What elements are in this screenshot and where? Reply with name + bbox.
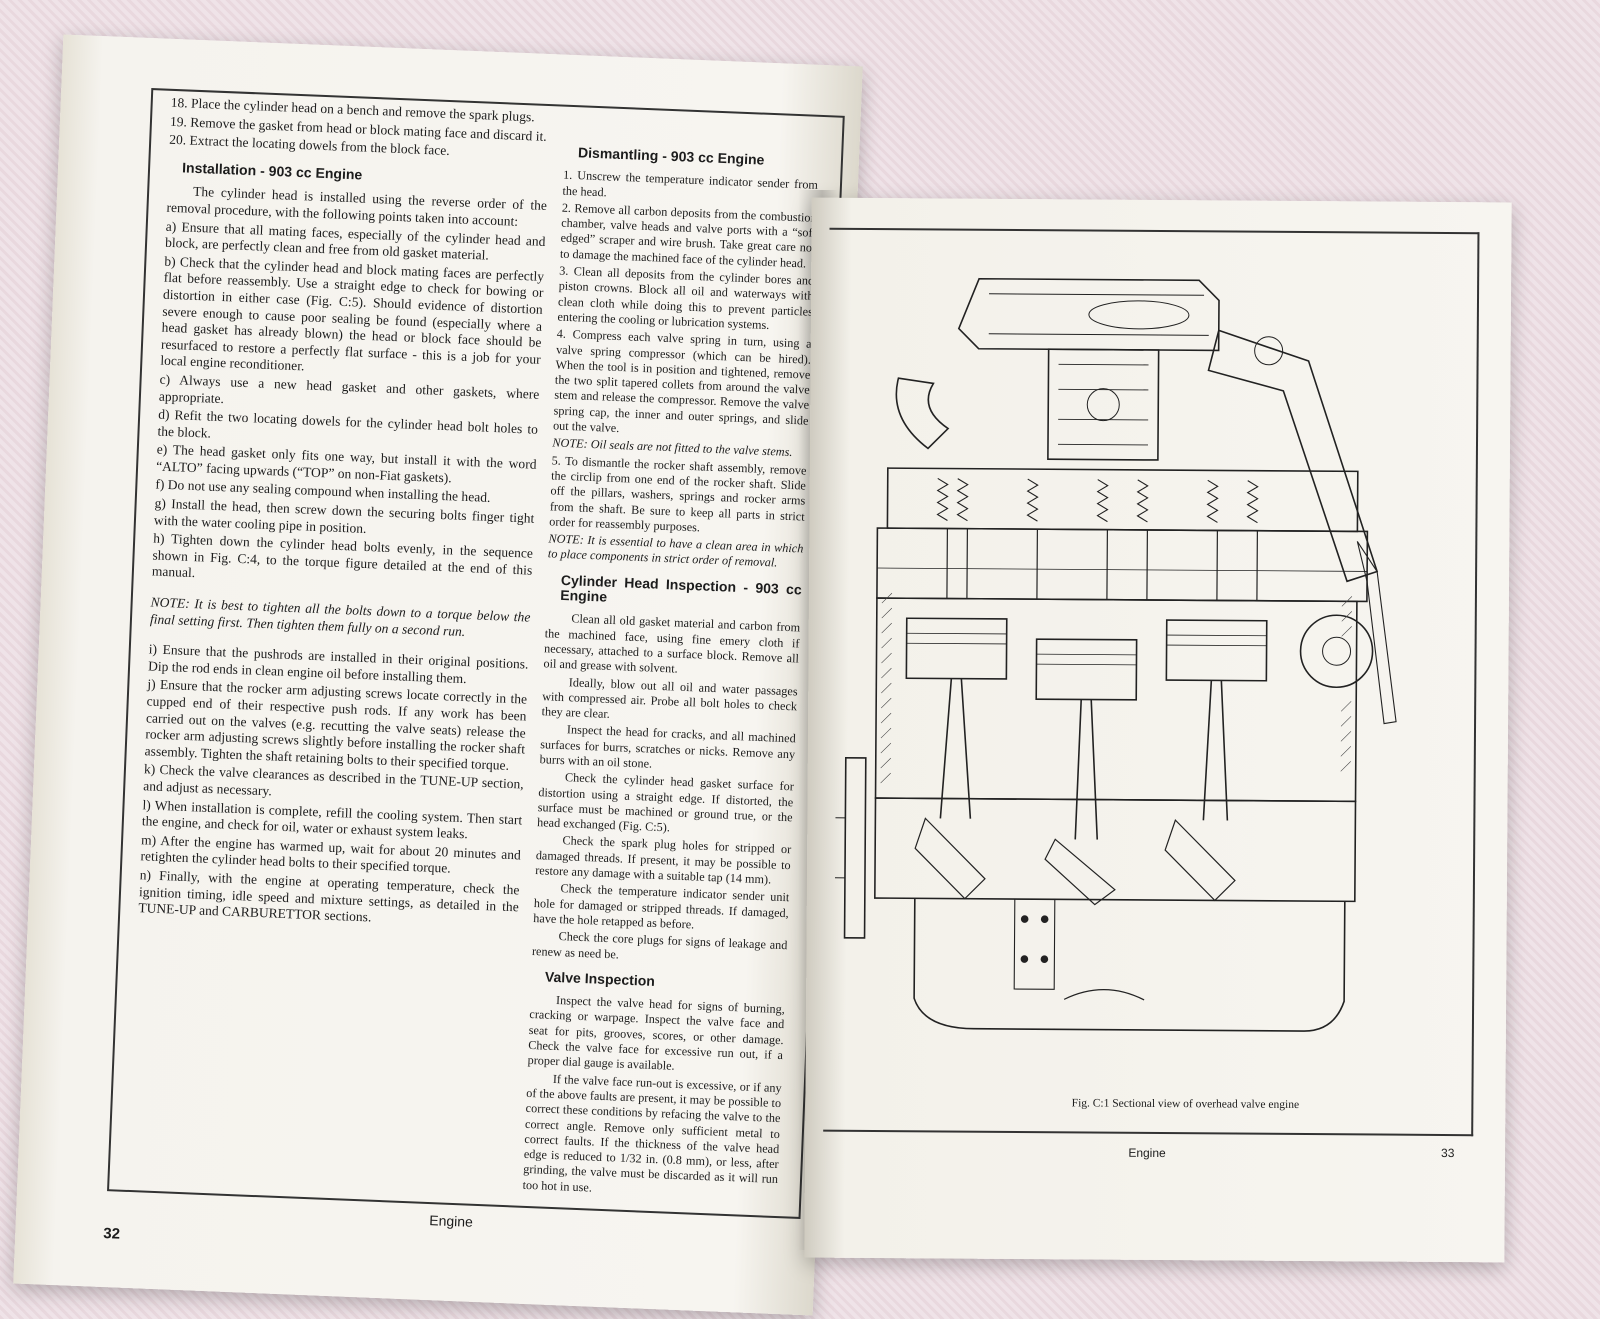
inspection-heading: Cylinder Head Inspection - 903 cc Engine (559, 571, 803, 605)
engine-section-diagram (834, 277, 1397, 1032)
torque-note: NOTE: It is best to tighten all the bolt… (149, 594, 531, 639)
dismantle-step-4: 4. Compress each valve spring in turn, u… (552, 326, 812, 436)
crankcase (874, 797, 1357, 903)
left-column: 18. Place the cylinder head on a bench a… (138, 95, 551, 934)
inspection-para-4: Check the cylinder head gasket surface f… (536, 770, 795, 835)
right-page: Fig. C:1 Sectional view of overhead valv… (804, 197, 1512, 1263)
dismantling-heading: Dismantling - 903 cc Engine (577, 144, 765, 168)
inspection-para-5: Check the spark plug holes for stripped … (534, 833, 792, 887)
dipstick (1356, 541, 1397, 725)
piston-3 (1165, 619, 1268, 682)
carburettor-outline (1047, 348, 1160, 461)
oil-pump (1013, 898, 1056, 990)
exhaust-manifold (1207, 329, 1379, 583)
inspection-para-1: Clean all old gasket material and carbon… (543, 611, 801, 676)
air-cleaner-outline (957, 277, 1220, 352)
right-footer: Engine (1128, 1145, 1166, 1161)
install-item-b: b) Check that the cylinder head and bloc… (160, 253, 545, 374)
oil-sump (913, 898, 1346, 1032)
inspection-para-6: Check the temperature indicator sender u… (533, 881, 790, 932)
right-column: Dismantling - 903 cc Engine 1. Unscrew t… (522, 135, 819, 1205)
water-pump (1299, 614, 1374, 689)
oil-filler-neck (895, 377, 950, 450)
dismantle-step-2: 2. Remove all carbon deposits from the c… (559, 200, 817, 271)
rocker-cover (886, 467, 1359, 533)
dismantle-step-5: 5. To dismantle the rocker shaft assembl… (548, 453, 807, 535)
left-page-number: 32 (102, 1225, 121, 1243)
inspection-para-2: Ideally, blow out all oil and water pass… (541, 674, 798, 722)
piston-1 (905, 617, 1008, 680)
cylinder-head (876, 527, 1369, 603)
inspection-para-3: Inspect the head for cracks, and all mac… (539, 722, 797, 771)
right-page-number: 33 (1441, 1145, 1455, 1161)
valve-para-1: Inspect the valve head for signs of burn… (527, 993, 786, 1074)
install-item-j: j) Ensure that the rocker arm adjusting … (144, 676, 528, 773)
valve-para-2: If the valve face run-out is excessive, … (522, 1071, 782, 1195)
piston-2 (1035, 638, 1138, 701)
valve-inspection-heading: Valve Inspection (544, 968, 656, 989)
open-manual: 18. Place the cylinder head on a bench a… (13, 34, 1512, 1316)
dismantle-step-3: 3. Clean all deposits from the cylinder … (557, 263, 815, 332)
crank-pulley (843, 757, 867, 939)
left-page: 18. Place the cylinder head on a bench a… (13, 34, 863, 1316)
